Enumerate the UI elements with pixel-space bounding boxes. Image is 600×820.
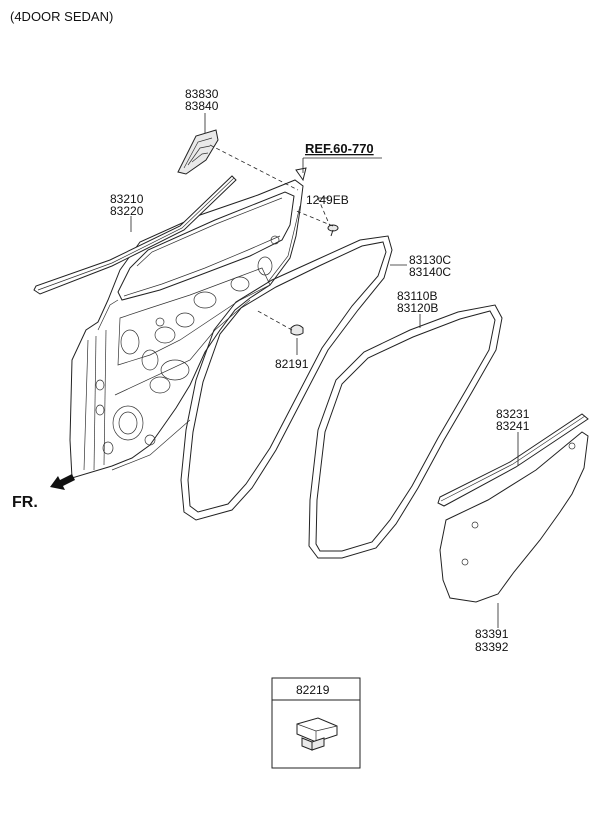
door-side-weatherstrip	[180, 235, 393, 521]
part-number-83220: 83220	[110, 204, 144, 218]
screw	[327, 224, 339, 237]
part-number-83392: 83392	[475, 640, 509, 654]
part-number-82219: 82219	[296, 683, 330, 697]
door-panel	[69, 179, 304, 479]
plug	[290, 324, 304, 336]
belt-weatherstrip-outer	[33, 175, 237, 295]
part-number-83830: 83830	[185, 87, 219, 101]
part-number-83231: 83231	[496, 407, 530, 421]
body-side-weatherstrip	[308, 304, 503, 559]
variant-caption: (4DOOR SEDAN)	[10, 9, 113, 24]
part-number-82191: 82191	[275, 357, 309, 371]
part-number-83110B: 83110B	[397, 289, 437, 303]
waterproof-sheet	[439, 431, 589, 603]
leader-lines	[130, 113, 519, 628]
part-labels: 83830 83840 83210 83220 REF.60-770 1249E…	[110, 87, 530, 654]
part-number-83391: 83391	[475, 627, 509, 641]
front-direction-label: FR.	[12, 494, 38, 511]
part-number-83840: 83840	[185, 99, 219, 113]
clip-icon	[296, 717, 338, 751]
part-number-83130C: 83130C	[409, 253, 451, 267]
part-number-83140C: 83140C	[409, 265, 451, 279]
part-number-1249EB: 1249EB	[306, 193, 349, 207]
part-number-83210: 83210	[110, 192, 144, 206]
reference-label[interactable]: REF.60-770	[305, 141, 374, 156]
part-number-83120B: 83120B	[397, 301, 438, 315]
belt-weatherstrip-inner	[437, 413, 589, 507]
front-direction-indicator: FR.	[12, 474, 75, 511]
clip-box: 82219	[271, 677, 361, 769]
part-number-83241: 83241	[496, 419, 530, 433]
front-arrow-icon	[50, 474, 75, 490]
window-cover	[177, 129, 219, 175]
